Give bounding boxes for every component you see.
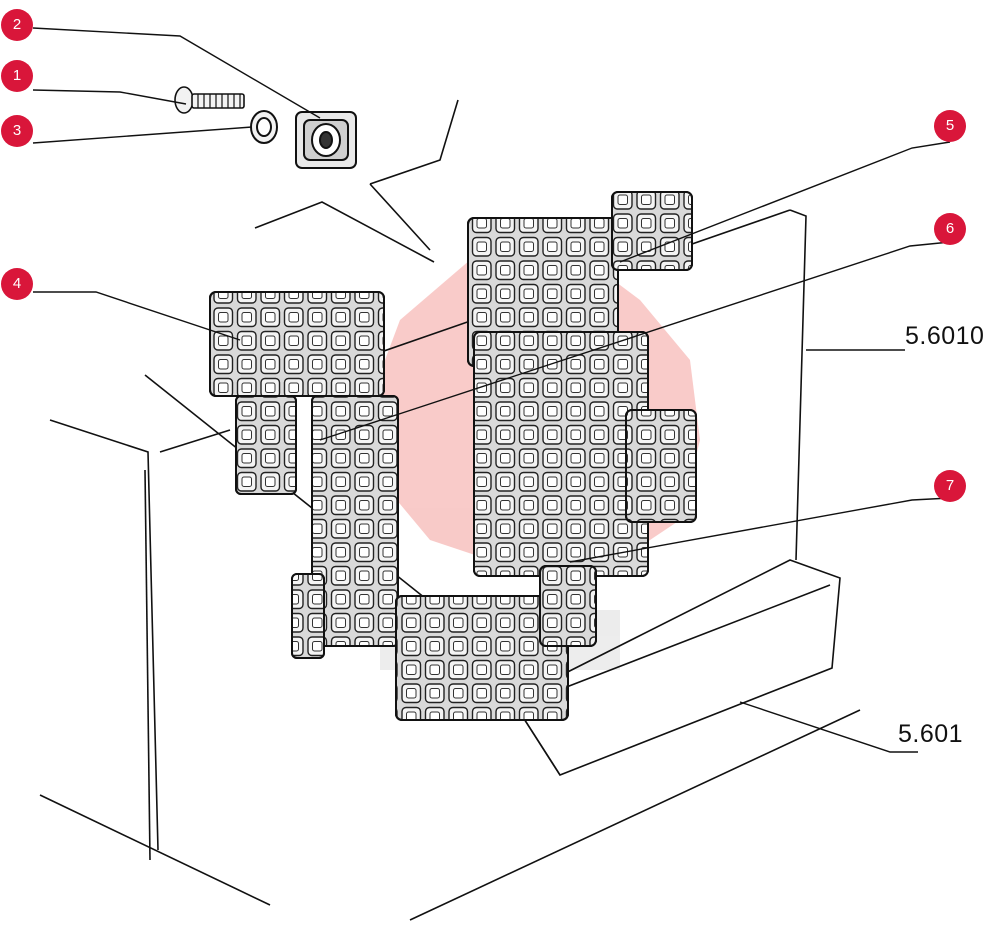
pad-group-7[interactable]	[395, 565, 597, 721]
callout-2[interactable]: 2	[1, 9, 33, 41]
washer-icon[interactable]	[250, 110, 278, 144]
callout-1[interactable]: 1	[1, 60, 33, 92]
reference-upper[interactable]: 5.6010	[905, 322, 985, 350]
pad-group-4[interactable]	[209, 291, 399, 659]
callout-5[interactable]: 5	[934, 110, 966, 142]
screw-icon[interactable]	[174, 86, 245, 114]
callout-3[interactable]: 3	[1, 115, 33, 147]
pad-group-5[interactable]	[467, 191, 693, 367]
callout-7[interactable]: 7	[934, 470, 966, 502]
callout-4[interactable]: 4	[1, 268, 33, 300]
pad-group-6[interactable]	[473, 331, 697, 577]
leader-lines	[32, 27, 951, 753]
cage-nut-icon[interactable]	[295, 111, 357, 169]
reference-lower[interactable]: 5.601	[898, 720, 964, 748]
callout-6[interactable]: 6	[934, 213, 966, 245]
